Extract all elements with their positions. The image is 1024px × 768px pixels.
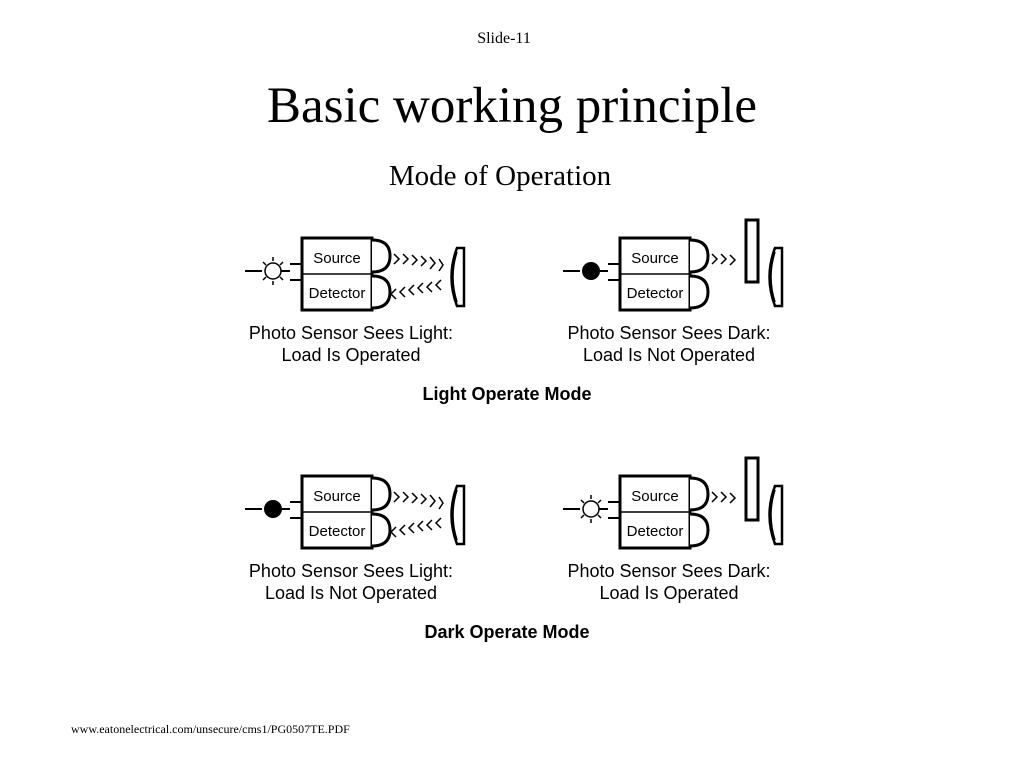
blocking-object-icon <box>744 218 760 284</box>
source-label: Source <box>313 250 361 267</box>
reflector-icon <box>450 484 466 546</box>
dark-operate-mode-caption: Dark Operate Mode <box>424 622 589 642</box>
panel-caption-line1: Photo Sensor Sees Dark: <box>567 323 770 343</box>
lamp-off-icon <box>262 256 291 286</box>
dark-mode-panel-see-light: Source Detector Photo Sensor Sees Light:… <box>243 474 466 603</box>
panel-caption-line2: Load Is Not Operated <box>265 583 437 603</box>
lamp-on-icon <box>263 499 291 519</box>
detector-label: Detector <box>627 285 684 302</box>
detector-label: Detector <box>627 523 684 540</box>
lamp-off-icon <box>580 494 609 524</box>
reflector-icon <box>768 484 784 546</box>
slide-subtitle: Mode of Operation <box>388 160 612 192</box>
lamp-on-icon <box>581 261 609 281</box>
panel-caption-line1: Photo Sensor Sees Dark: <box>567 561 770 581</box>
light-mode-panel-see-light: Source Detector Photo Sensor Sees Light:… <box>243 236 466 365</box>
source-label: Source <box>631 488 679 505</box>
panel-caption-line2: Load Is Operated <box>281 345 420 365</box>
panel-caption-line1: Photo Sensor Sees Light: <box>249 561 453 581</box>
dark-mode-panel-see-dark: Source Detector Photo Sensor Sees Dark: … <box>561 456 784 603</box>
panel-caption-line1: Photo Sensor Sees Light: <box>249 323 453 343</box>
source-url: www.eatonelectrical.com/unsecure/cms1/PG… <box>71 722 350 736</box>
panel-caption-line2: Load Is Not Operated <box>583 345 755 365</box>
light-mode-panel-see-dark: Source Detector Photo Sensor Sees Dark: … <box>561 218 784 365</box>
slide-title: Basic working principle <box>266 78 758 134</box>
detector-label: Detector <box>309 523 366 540</box>
panel-caption-line2: Load Is Operated <box>599 583 738 603</box>
detector-label: Detector <box>309 285 366 302</box>
blocking-object-icon <box>744 456 760 522</box>
reflector-icon <box>450 246 466 308</box>
reflector-icon <box>768 246 784 308</box>
source-label: Source <box>313 488 361 505</box>
light-operate-mode-caption: Light Operate Mode <box>422 384 591 404</box>
slide-number: Slide-11 <box>477 30 531 47</box>
source-label: Source <box>631 250 679 267</box>
